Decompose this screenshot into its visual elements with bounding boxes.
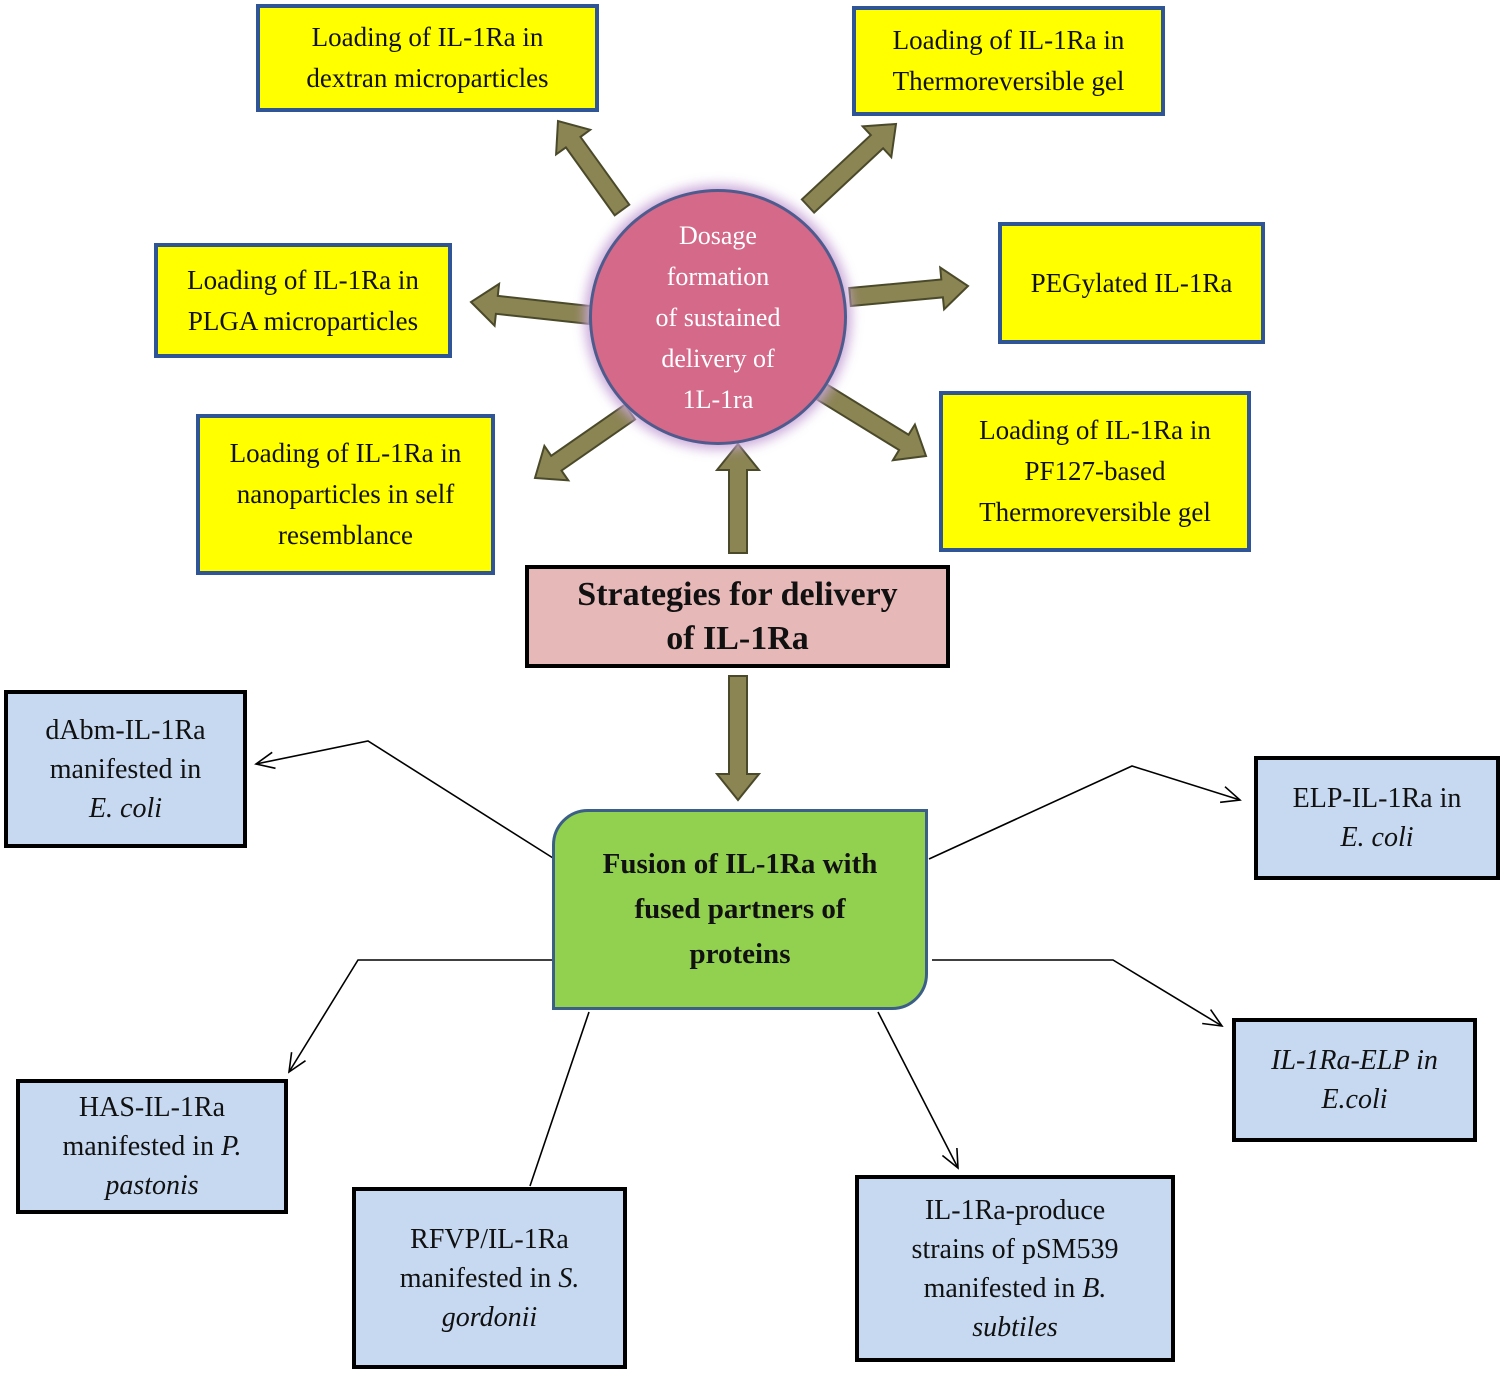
arrow-to-pf127 [815, 382, 928, 462]
box-text-line: 1L-1ra [682, 384, 754, 414]
italic-text: E. coli [1340, 822, 1414, 853]
arrow-strategies-to-fusion [714, 675, 762, 802]
italic-text: IL-1Ra-ELP in [1271, 1045, 1438, 1076]
box-text-line: HAS-IL-1Ra [79, 1088, 225, 1127]
italic-text: E. coli [88, 792, 163, 824]
connector-to-psm [877, 1011, 959, 1169]
italic-text: B. [1082, 1272, 1107, 1304]
arrow-to-plga [469, 281, 593, 328]
box-text-line: Loading of IL-1Ra in [892, 25, 1125, 55]
italic-text: gordonii [441, 1301, 538, 1333]
text-segment: manifested in [399, 1262, 559, 1294]
box-ilelp: IL-1Ra-ELP in E.coli [1232, 1018, 1477, 1142]
box-text-line: pastonis [105, 1166, 198, 1205]
box-text-line: proteins [689, 938, 791, 970]
box-text-line: Loading of IL-1Ra in [979, 415, 1211, 445]
text-segment: dAbm-IL-1Ra [45, 714, 206, 746]
box-text-line: strains of pSM539 [912, 1230, 1119, 1269]
box-text-line: Thermoreversible gel [892, 66, 1125, 96]
box-text-line: PLGA microparticles [187, 305, 419, 336]
box-text-line: nanoparticles in self [236, 479, 455, 509]
box-peg: PEGylated IL-1Ra [998, 222, 1265, 344]
text-segment: manifested in [923, 1272, 1083, 1304]
center-hub-circle: Dosage formation of sustained delivery of 1L… [589, 189, 847, 445]
connector-to-has [288, 959, 553, 1073]
text-segment: manifested in [49, 753, 202, 785]
box-text-line: of sustained [655, 302, 781, 332]
box-text-line: subtiles [972, 1308, 1058, 1347]
box-text-line: PEGylated IL-1Ra [1030, 267, 1233, 298]
box-text-line: dextran microparticles [306, 63, 549, 93]
italic-text: P. [221, 1131, 242, 1162]
arrow-to-peg [848, 265, 970, 312]
box-text-line: E. coli [1340, 818, 1413, 857]
box-text-line: manifested in P. [62, 1127, 241, 1166]
box-text-line: formation [666, 261, 770, 291]
arrow-to-nano [533, 403, 637, 482]
italic-text: E.coli [1321, 1084, 1388, 1115]
arrow-strategies-to-hub [714, 442, 762, 554]
box-text-line: RFVP/IL-1Ra [410, 1220, 569, 1259]
box-text-line: Loading of IL-1Ra in [229, 438, 462, 468]
strategies-box: Strategies for delivery of IL-1Ra [525, 565, 950, 668]
arrow-to-thermo [800, 122, 898, 215]
box-text-line: Loading of IL-1Ra in [187, 264, 419, 295]
box-dabm: dAbm-IL-1Ra manifested in E. coli [4, 690, 247, 848]
box-text-line: dAbm-IL-1Ra [45, 711, 205, 750]
connector-to-dabm-head [254, 751, 276, 770]
box-dextran: Loading of IL-1Ra in dextran microparticl… [256, 4, 599, 112]
text-segment: HAS-IL-1Ra [78, 1092, 226, 1123]
box-text-line: Strategies for delivery [577, 575, 898, 613]
box-text-line: of IL-1Ra [666, 619, 809, 657]
box-has: HAS-IL-1Ra manifested in P. pastonis [16, 1079, 288, 1214]
connector-to-has-head [287, 1052, 306, 1074]
box-text-line: Loading of IL-1Ra in [311, 22, 544, 52]
connector-to-psm-head [941, 1147, 959, 1170]
connector-to-rfvp [529, 1011, 590, 1187]
connector-to-dabm [255, 740, 554, 859]
box-text-line: IL-1Ra-produce [925, 1191, 1105, 1230]
italic-text: S. [558, 1262, 580, 1294]
text-segment: IL-1Ra-produce [924, 1194, 1106, 1226]
fusion-box: Fusion of IL-1Ra with fused partners of pr… [552, 809, 928, 1010]
box-text-line: E. coli [89, 789, 162, 828]
box-elp: ELP-IL-1Ra in E. coli [1254, 756, 1500, 880]
italic-text: subtiles [972, 1311, 1058, 1343]
box-text-line: Thermoreversible gel [979, 497, 1211, 527]
box-text-line: delivery of [661, 343, 775, 373]
box-text-line: manifested in [50, 750, 202, 789]
text-segment: ELP-IL-1Ra in [1292, 783, 1462, 814]
box-text-line: PF127-based [1024, 456, 1166, 486]
box-plga: Loading of IL-1Ra in PLGA microparticles [154, 243, 452, 358]
box-text-line: Fusion of IL-1Ra with [602, 848, 878, 880]
box-text-line: manifested in B. [924, 1269, 1107, 1308]
box-text-line: ELP-IL-1Ra in [1293, 779, 1462, 818]
box-text-line: manifested in S. [400, 1259, 580, 1298]
text-segment: RFVP/IL-1Ra [410, 1223, 569, 1255]
connector-to-ilelp [932, 959, 1223, 1027]
box-text-line: E.coli [1321, 1080, 1387, 1119]
connector-to-elp-head [1220, 786, 1242, 804]
arrow-to-dextran [554, 119, 631, 217]
box-text-line: fused partners of [634, 893, 846, 925]
text-segment: manifested in [62, 1131, 222, 1162]
box-text-line: gordonii [442, 1298, 537, 1337]
box-psm: IL-1Ra-produce strains of pSM539 manifeste… [855, 1175, 1175, 1362]
box-text-line: Dosage [679, 220, 757, 250]
italic-text: pastonis [105, 1170, 199, 1201]
connector-to-elp [928, 765, 1241, 860]
box-text-line: IL-1Ra-ELP in [1271, 1041, 1438, 1080]
box-nano: Loading of IL-1Ra in nanoparticles in sel… [196, 414, 495, 575]
connector-to-ilelp-head [1202, 1009, 1224, 1028]
box-text-line: resemblance [278, 520, 413, 550]
box-thermo: Loading of IL-1Ra in Thermoreversible gel [852, 6, 1165, 116]
text-segment: strains of pSM539 [911, 1233, 1119, 1265]
